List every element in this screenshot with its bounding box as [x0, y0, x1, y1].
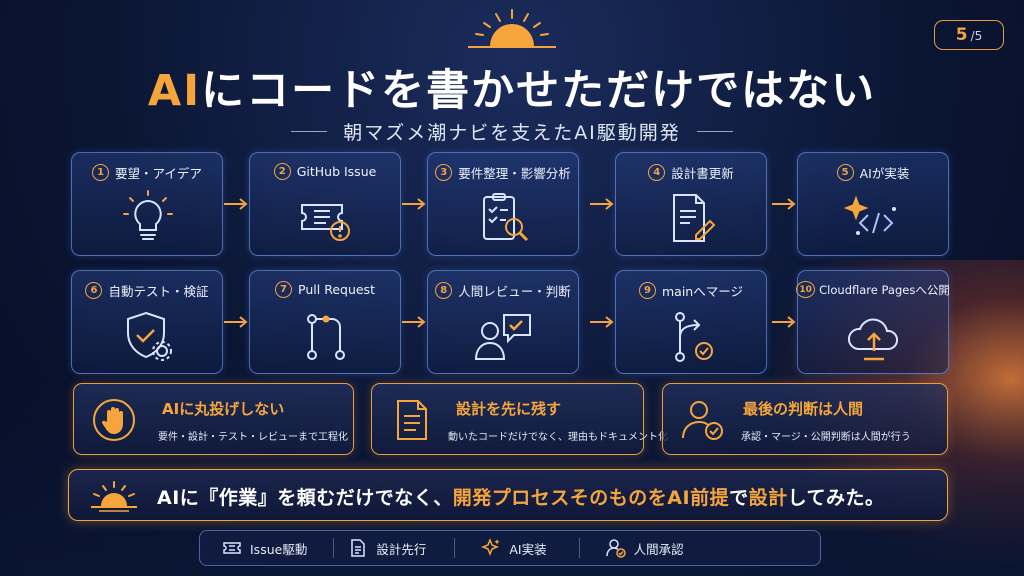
step-card-1: 1 要望・アイデア — [71, 152, 223, 256]
principle-card-1: AIに丸投げしない 要件・設計・テスト・レビューまで工程化 — [73, 383, 354, 455]
person-check-icon — [605, 539, 626, 558]
arrow-right-icon — [402, 198, 426, 210]
clipboard-search-icon — [483, 193, 529, 242]
lightbulb-icon — [123, 190, 173, 240]
step-number: 2 — [273, 163, 291, 180]
footer-label: 人間承認 — [633, 541, 684, 557]
footer-label: Issue駆動 — [250, 541, 308, 557]
hand-stop-icon — [93, 399, 135, 441]
banner-part-2: 開発プロセスそのものを — [452, 487, 668, 509]
footer-separator — [454, 538, 456, 558]
step-card-4: 4 設計書更新 — [615, 152, 767, 256]
shield-check-gear-icon — [127, 311, 172, 361]
footer-separator — [578, 538, 580, 558]
principle-title: 最後の判断は人間 — [743, 400, 864, 418]
step-number: 9 — [639, 282, 656, 299]
arrow-right-icon — [772, 316, 796, 328]
title-rest: にコードを書かせただけではない — [201, 66, 877, 116]
arrow-right-icon — [772, 198, 796, 210]
step-label: 自動テスト・検証 — [108, 284, 209, 299]
subtitle-line-right — [696, 131, 733, 132]
step-card-9: 9 mainへマージ — [615, 270, 767, 374]
banner-part-3: AI前提 — [667, 487, 730, 509]
step-label: GitHub Issue — [296, 164, 377, 179]
summary-banner: AIに『作業』を頼むだけでなく、開発プロセスそのものをAI前提で設計してみた。 — [68, 469, 948, 521]
person-chat-check-icon — [474, 314, 531, 360]
slide-subtitle: 朝マズメ潮ナビを支えたAI駆動開発 — [343, 122, 681, 144]
page-total: /5 — [970, 29, 983, 43]
page-current: 5 — [955, 25, 968, 45]
principle-desc: 動いたコードだけでなく、理由もドキュメント化 — [448, 432, 668, 443]
step-number: 5 — [836, 164, 854, 181]
slide-title: AIにコードを書かせただけではない — [0, 56, 1024, 118]
document-icon — [351, 539, 366, 557]
footer-tags: Issue駆動 設計先行 AI実装 人間承認 — [199, 530, 821, 566]
banner-part-6: してみた。 — [787, 487, 885, 509]
step-number: 6 — [85, 282, 103, 299]
principle-card-2: 設計を先に残す 動いたコードだけでなく、理由もドキュメント化 — [371, 383, 668, 455]
person-check-icon — [682, 401, 723, 440]
arrow-right-icon — [402, 316, 426, 328]
principle-title: AIに丸投げしない — [162, 400, 285, 418]
step-number: 3 — [435, 164, 453, 181]
title-accent: AI — [147, 66, 202, 116]
sunrise-icon — [91, 481, 137, 512]
arrow-right-icon — [590, 198, 614, 210]
step-label: Cloudflare Pagesへ公開 — [819, 282, 950, 297]
step-card-8: 8 人間レビュー・判断 — [427, 270, 579, 374]
step-number: 10 — [796, 281, 816, 298]
footer-separator — [333, 538, 335, 558]
step-card-2: 2 GitHub Issue — [249, 152, 401, 256]
cloud-upload-icon — [848, 318, 898, 361]
principle-title: 設計を先に残す — [456, 400, 562, 418]
banner-part-1: AIに『作業』を頼むだけでなく、 — [157, 487, 453, 509]
step-card-7: 7 Pull Request — [249, 270, 401, 374]
step-card-6: 6 自動テスト・検証 — [71, 270, 223, 374]
footer-item-issue: Issue駆動 — [222, 538, 307, 558]
subtitle-row: 朝マズメ潮ナビを支えたAI駆動開発 — [0, 118, 1024, 145]
document-pencil-icon — [673, 194, 716, 242]
step-label: AIが実装 — [859, 166, 910, 181]
footer-item-ai: AI実装 — [481, 538, 547, 558]
step-label: Pull Request — [298, 282, 375, 297]
step-card-5: 5 AIが実装 — [797, 152, 949, 256]
pull-request-icon — [307, 314, 345, 360]
principle-card-3: 最後の判断は人間 承認・マージ・公開判断は人間が行う — [662, 383, 948, 455]
ticket-icon — [223, 542, 241, 554]
arrow-right-icon — [590, 316, 614, 328]
step-number: 8 — [435, 282, 453, 299]
arrow-right-icon — [224, 316, 248, 328]
footer-label: 設計先行 — [376, 541, 427, 557]
banner-part-4: で — [729, 487, 749, 509]
ticket-alert-icon — [301, 204, 350, 241]
banner-part-5: 設計 — [748, 487, 788, 509]
arrow-right-icon — [224, 198, 248, 210]
principle-desc: 承認・マージ・公開判断は人間が行う — [741, 432, 911, 443]
sparkle-code-icon — [844, 195, 896, 235]
step-number: 1 — [92, 164, 110, 181]
merge-check-icon — [675, 312, 713, 362]
step-label: 人間レビュー・判断 — [458, 284, 571, 299]
step-label: 設計書更新 — [671, 166, 734, 181]
footer-item-approval: 人間承認 — [605, 538, 684, 558]
sparkle-icon — [481, 538, 501, 557]
banner-text: AIに『作業』を頼むだけでなく、開発プロセスそのものをAI前提で設計してみた。 — [157, 483, 885, 510]
footer-label: AI実装 — [509, 541, 547, 557]
document-icon — [397, 400, 427, 440]
page-indicator: 5 /5 — [934, 20, 1004, 50]
step-card-3: 3 要件整理・影響分析 — [427, 152, 579, 256]
subtitle-line-left — [291, 131, 328, 132]
footer-item-design: 設計先行 — [348, 538, 426, 558]
step-label: mainへマージ — [662, 284, 743, 299]
step-number: 4 — [648, 164, 666, 181]
step-number: 7 — [275, 281, 293, 298]
step-label: 要件整理・影響分析 — [458, 166, 571, 181]
principle-desc: 要件・設計・テスト・レビューまで工程化 — [158, 432, 348, 443]
sunrise-icon — [468, 9, 556, 48]
step-label: 要望・アイデア — [115, 166, 202, 181]
